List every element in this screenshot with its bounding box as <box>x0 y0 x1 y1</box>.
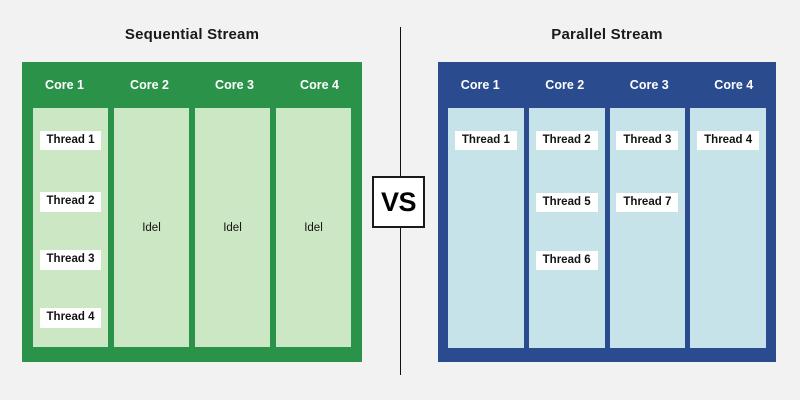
core-column-par-4: Thread 4 <box>690 108 766 348</box>
thread-slot <box>448 232 524 290</box>
core-column-seq-1: Thread 1 Thread 2 Thread 3 Thread 4 <box>33 108 108 347</box>
thread-slot: Thread 5 <box>529 173 605 231</box>
core-column-seq-2: Idel <box>114 108 189 347</box>
core-column-par-1: Thread 1 <box>448 108 524 348</box>
thread-chip: Thread 2 <box>535 130 598 151</box>
parallel-core-header-row: Core 1 Core 2 Core 3 Core 4 <box>438 62 776 108</box>
idle-label: Idel <box>223 221 242 234</box>
core-column-par-2: Thread 2 Thread 5 Thread 6 <box>528 108 605 348</box>
slot-stack-par-3: Thread 3 Thread 7 <box>610 108 686 348</box>
thread-slot: Thread 3 <box>610 108 686 173</box>
idle-label: Idel <box>142 221 161 234</box>
thread-chip: Thread 1 <box>454 130 517 151</box>
thread-slot: Thread 6 <box>529 232 605 290</box>
thread-chip: Thread 2 <box>39 192 102 212</box>
thread-chip: Thread 3 <box>39 250 102 270</box>
core-label-par-4: Core 4 <box>714 78 754 92</box>
vs-badge: VS <box>372 176 425 228</box>
slot-stack-par-4: Thread 4 <box>690 108 766 348</box>
thread-slot: Thread 1 <box>33 108 108 173</box>
thread-chip: Thread 4 <box>39 308 102 328</box>
thread-slot <box>529 290 605 348</box>
core-column-par-3: Thread 3 Thread 7 <box>609 108 686 348</box>
core-label-seq-4: Core 4 <box>300 78 339 92</box>
slot-stack-seq-1: Thread 1 Thread 2 Thread 3 Thread 4 <box>33 108 108 347</box>
thread-slot <box>610 290 686 348</box>
thread-chip: Thread 3 <box>616 130 679 151</box>
thread-slot <box>690 173 766 231</box>
idle-label: Idel <box>304 221 323 234</box>
thread-chip: Thread 6 <box>535 250 598 271</box>
thread-slot <box>690 232 766 290</box>
thread-slot <box>448 290 524 348</box>
idle-wrap: Idel <box>114 108 189 347</box>
thread-slot: Thread 3 <box>33 231 108 289</box>
core-label-par-3: Core 3 <box>629 78 669 92</box>
thread-slot: Thread 4 <box>33 289 108 347</box>
thread-slot <box>448 173 524 231</box>
idle-wrap: Idel <box>276 108 351 347</box>
sequential-panel-title: Sequential Stream <box>124 26 260 43</box>
core-column-seq-3: Idel <box>195 108 270 347</box>
sequential-cores-row: Thread 1 Thread 2 Thread 3 Thread 4 Idel <box>22 108 362 362</box>
parallel-panel-title: Parallel Stream <box>551 26 663 43</box>
idle-wrap: Idel <box>195 108 270 347</box>
core-label-seq-1: Core 1 <box>45 78 84 92</box>
thread-slot: Thread 7 <box>610 173 686 231</box>
thread-slot <box>610 232 686 290</box>
core-label-seq-3: Core 3 <box>215 78 254 92</box>
sequential-core-header-row: Core 1 Core 2 Core 3 Core 4 <box>22 62 362 108</box>
thread-chip: Thread 1 <box>39 130 102 151</box>
thread-slot: Thread 2 <box>33 173 108 231</box>
core-label-par-2: Core 2 <box>545 78 585 92</box>
thread-slot: Thread 1 <box>448 108 524 173</box>
parallel-cores-row: Thread 1 Thread 2 Thread 5 Threa <box>438 108 776 362</box>
slot-stack-par-2: Thread 2 Thread 5 Thread 6 <box>529 108 605 348</box>
thread-chip: Thread 5 <box>535 192 598 213</box>
sequential-stream-panel: Core 1 Core 2 Core 3 Core 4 Thread 1 Thr… <box>22 62 362 362</box>
thread-slot <box>690 290 766 348</box>
thread-slot: Thread 4 <box>690 108 766 173</box>
core-column-seq-4: Idel <box>276 108 351 347</box>
thread-chip: Thread 7 <box>616 192 679 213</box>
vs-label: VS <box>380 186 417 217</box>
core-label-par-1: Core 1 <box>460 78 500 92</box>
thread-chip: Thread 4 <box>697 130 760 151</box>
core-label-seq-2: Core 2 <box>130 78 169 92</box>
parallel-stream-panel: Core 1 Core 2 Core 3 Core 4 Thread 1 <box>438 62 776 362</box>
thread-slot: Thread 2 <box>529 108 605 173</box>
slot-stack-par-1: Thread 1 <box>448 108 524 348</box>
